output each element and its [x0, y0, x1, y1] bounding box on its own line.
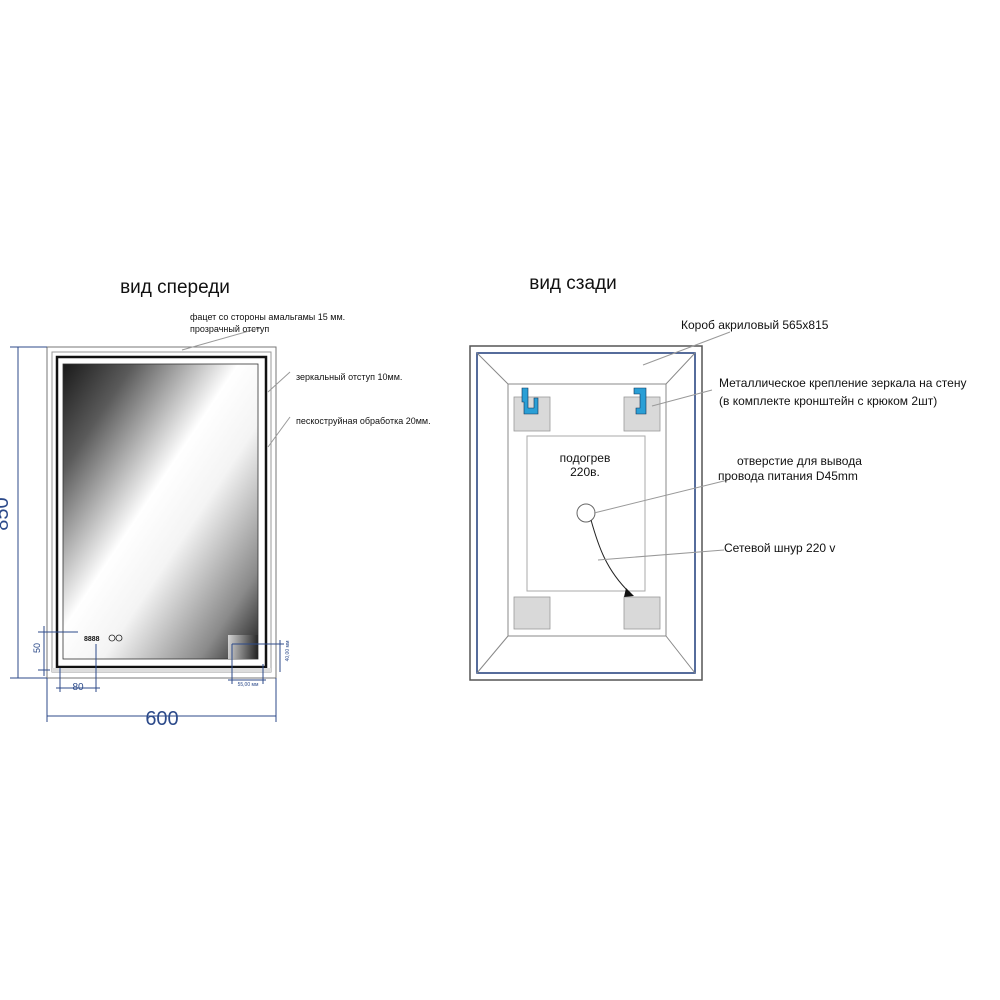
heater-label-line2: 220в.: [570, 465, 600, 479]
corner-shade: [228, 635, 258, 659]
back-mirror: [469, 345, 703, 681]
back-leaders: [593, 331, 731, 561]
callout-mount-line1: Металлическое крепление зеркала на стену: [719, 376, 966, 390]
power-cord: [590, 519, 631, 594]
touch-display: 8888: [84, 634, 123, 643]
front-view-title: вид спереди: [120, 277, 230, 298]
dim-width-600: 600: [145, 708, 178, 730]
callout-acrylic-box: Короб акриловый 565х815: [681, 318, 829, 332]
heater-label-line1: подогрев: [560, 451, 611, 465]
dim-small-width: 55,00 мм: [238, 682, 259, 688]
mount-pad-bottom-right: [623, 596, 661, 630]
dimension-lines: [10, 346, 284, 722]
acrylic-box: [476, 352, 696, 674]
sandblast-strip: [55, 355, 268, 669]
callout-mirror-margin: зеркальный отступ 10мм.: [296, 372, 402, 382]
callout-hole-line2: провода питания D45mm: [718, 469, 858, 483]
power-icon: [115, 634, 123, 642]
cord-plug: [624, 588, 634, 597]
bottom-strip: [52, 668, 271, 672]
front-mirror: [46, 346, 277, 679]
dim-height-850: 850: [0, 497, 13, 530]
hook-icon-right: [633, 387, 647, 415]
callout-hole-line1: отверстие для вывода: [737, 454, 862, 468]
mirror-surface: [62, 363, 259, 660]
hook-icon-left: [521, 387, 539, 415]
callout-sandblast: пескоструйная обработка 20мм.: [296, 416, 431, 426]
cable-hole: [576, 503, 596, 523]
back-inner-frame: [476, 352, 696, 674]
clock-icon: [108, 634, 116, 642]
callout-power-cord: Сетевой шнур 220 v: [724, 541, 835, 555]
dim-small-height: 40,00 мм: [285, 640, 291, 661]
display-digits: 8888: [84, 636, 100, 643]
callout-facet-line2: прозрачный отступ: [190, 324, 269, 334]
callout-facet-line1: фацет со стороны амальгамы 15 мм.: [190, 312, 345, 322]
callout-mount-line2: (в комплекте кронштейн с крюком 2шт): [719, 394, 937, 408]
front-leaders: [181, 327, 291, 448]
dim-offset-50: 50: [32, 643, 42, 653]
back-view-title: вид сзади: [529, 273, 617, 294]
mount-pad-bottom-left: [513, 596, 551, 630]
dim-offset-80: 80: [72, 682, 84, 693]
